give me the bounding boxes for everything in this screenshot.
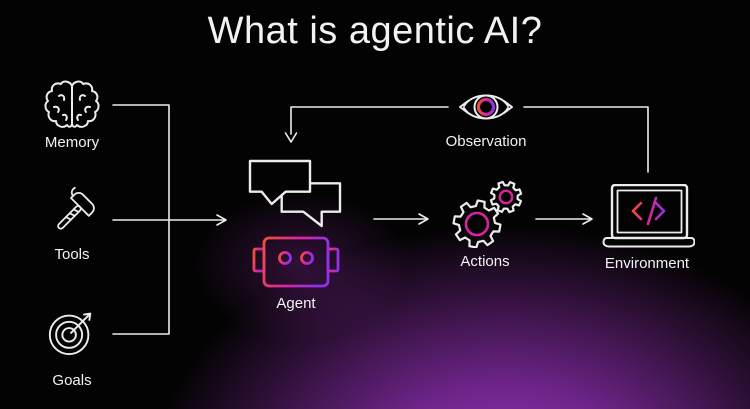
speech-bubbles-icon [248, 159, 342, 228]
eye-icon [459, 94, 513, 120]
target-icon [48, 312, 92, 356]
node-memory: Memory [40, 77, 104, 152]
tools-label: Tools [54, 246, 90, 263]
memory-label: Memory [44, 134, 100, 151]
loop-down-arrowhead [284, 132, 298, 143]
actions-label: Actions [460, 253, 510, 270]
robot-icon [252, 236, 340, 288]
agent-label: Agent [276, 295, 316, 312]
gears-icon [452, 180, 523, 248]
goals-label: Goals [52, 372, 92, 389]
hammer-icon [57, 187, 95, 230]
observation-label: Observation [445, 133, 527, 150]
node-goals: Goals [40, 303, 104, 390]
laptop-code-icon [602, 184, 695, 248]
brain-icon [44, 80, 100, 128]
slide-title: What is agentic AI? [207, 10, 543, 52]
feedback-loop-line [290, 106, 649, 173]
environment-label: Environment [604, 255, 690, 272]
node-environment: Environment [599, 184, 695, 273]
node-observation: Observation [436, 87, 536, 151]
node-actions: Actions [445, 178, 525, 271]
node-tools: Tools [40, 187, 104, 264]
node-agent: Agent [246, 158, 346, 313]
